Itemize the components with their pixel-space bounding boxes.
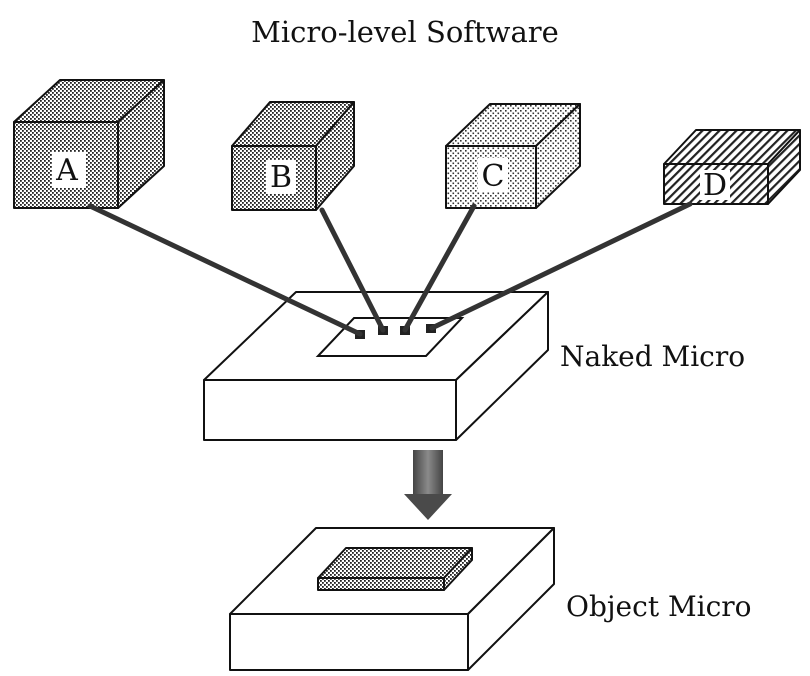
connector-c (402, 203, 477, 333)
naked-micro-label: Naked Micro (560, 340, 745, 373)
module-d-cube (663, 129, 801, 205)
connector-b (319, 207, 386, 333)
diagram-title: Micro-level Software (251, 15, 559, 49)
module-b-label: B (270, 160, 292, 195)
connector-d (429, 201, 693, 331)
module-d-label: D (703, 168, 727, 203)
module-c-label: C (482, 159, 505, 194)
connection-lines (87, 201, 693, 337)
module-a-label: A (55, 153, 78, 188)
module-a-cube (13, 79, 165, 209)
module-c-cube (445, 103, 581, 209)
object-micro-label: Object Micro (566, 590, 752, 623)
connector-a (87, 203, 363, 337)
embedded-chip (317, 547, 473, 591)
down-arrow-icon (404, 450, 452, 520)
